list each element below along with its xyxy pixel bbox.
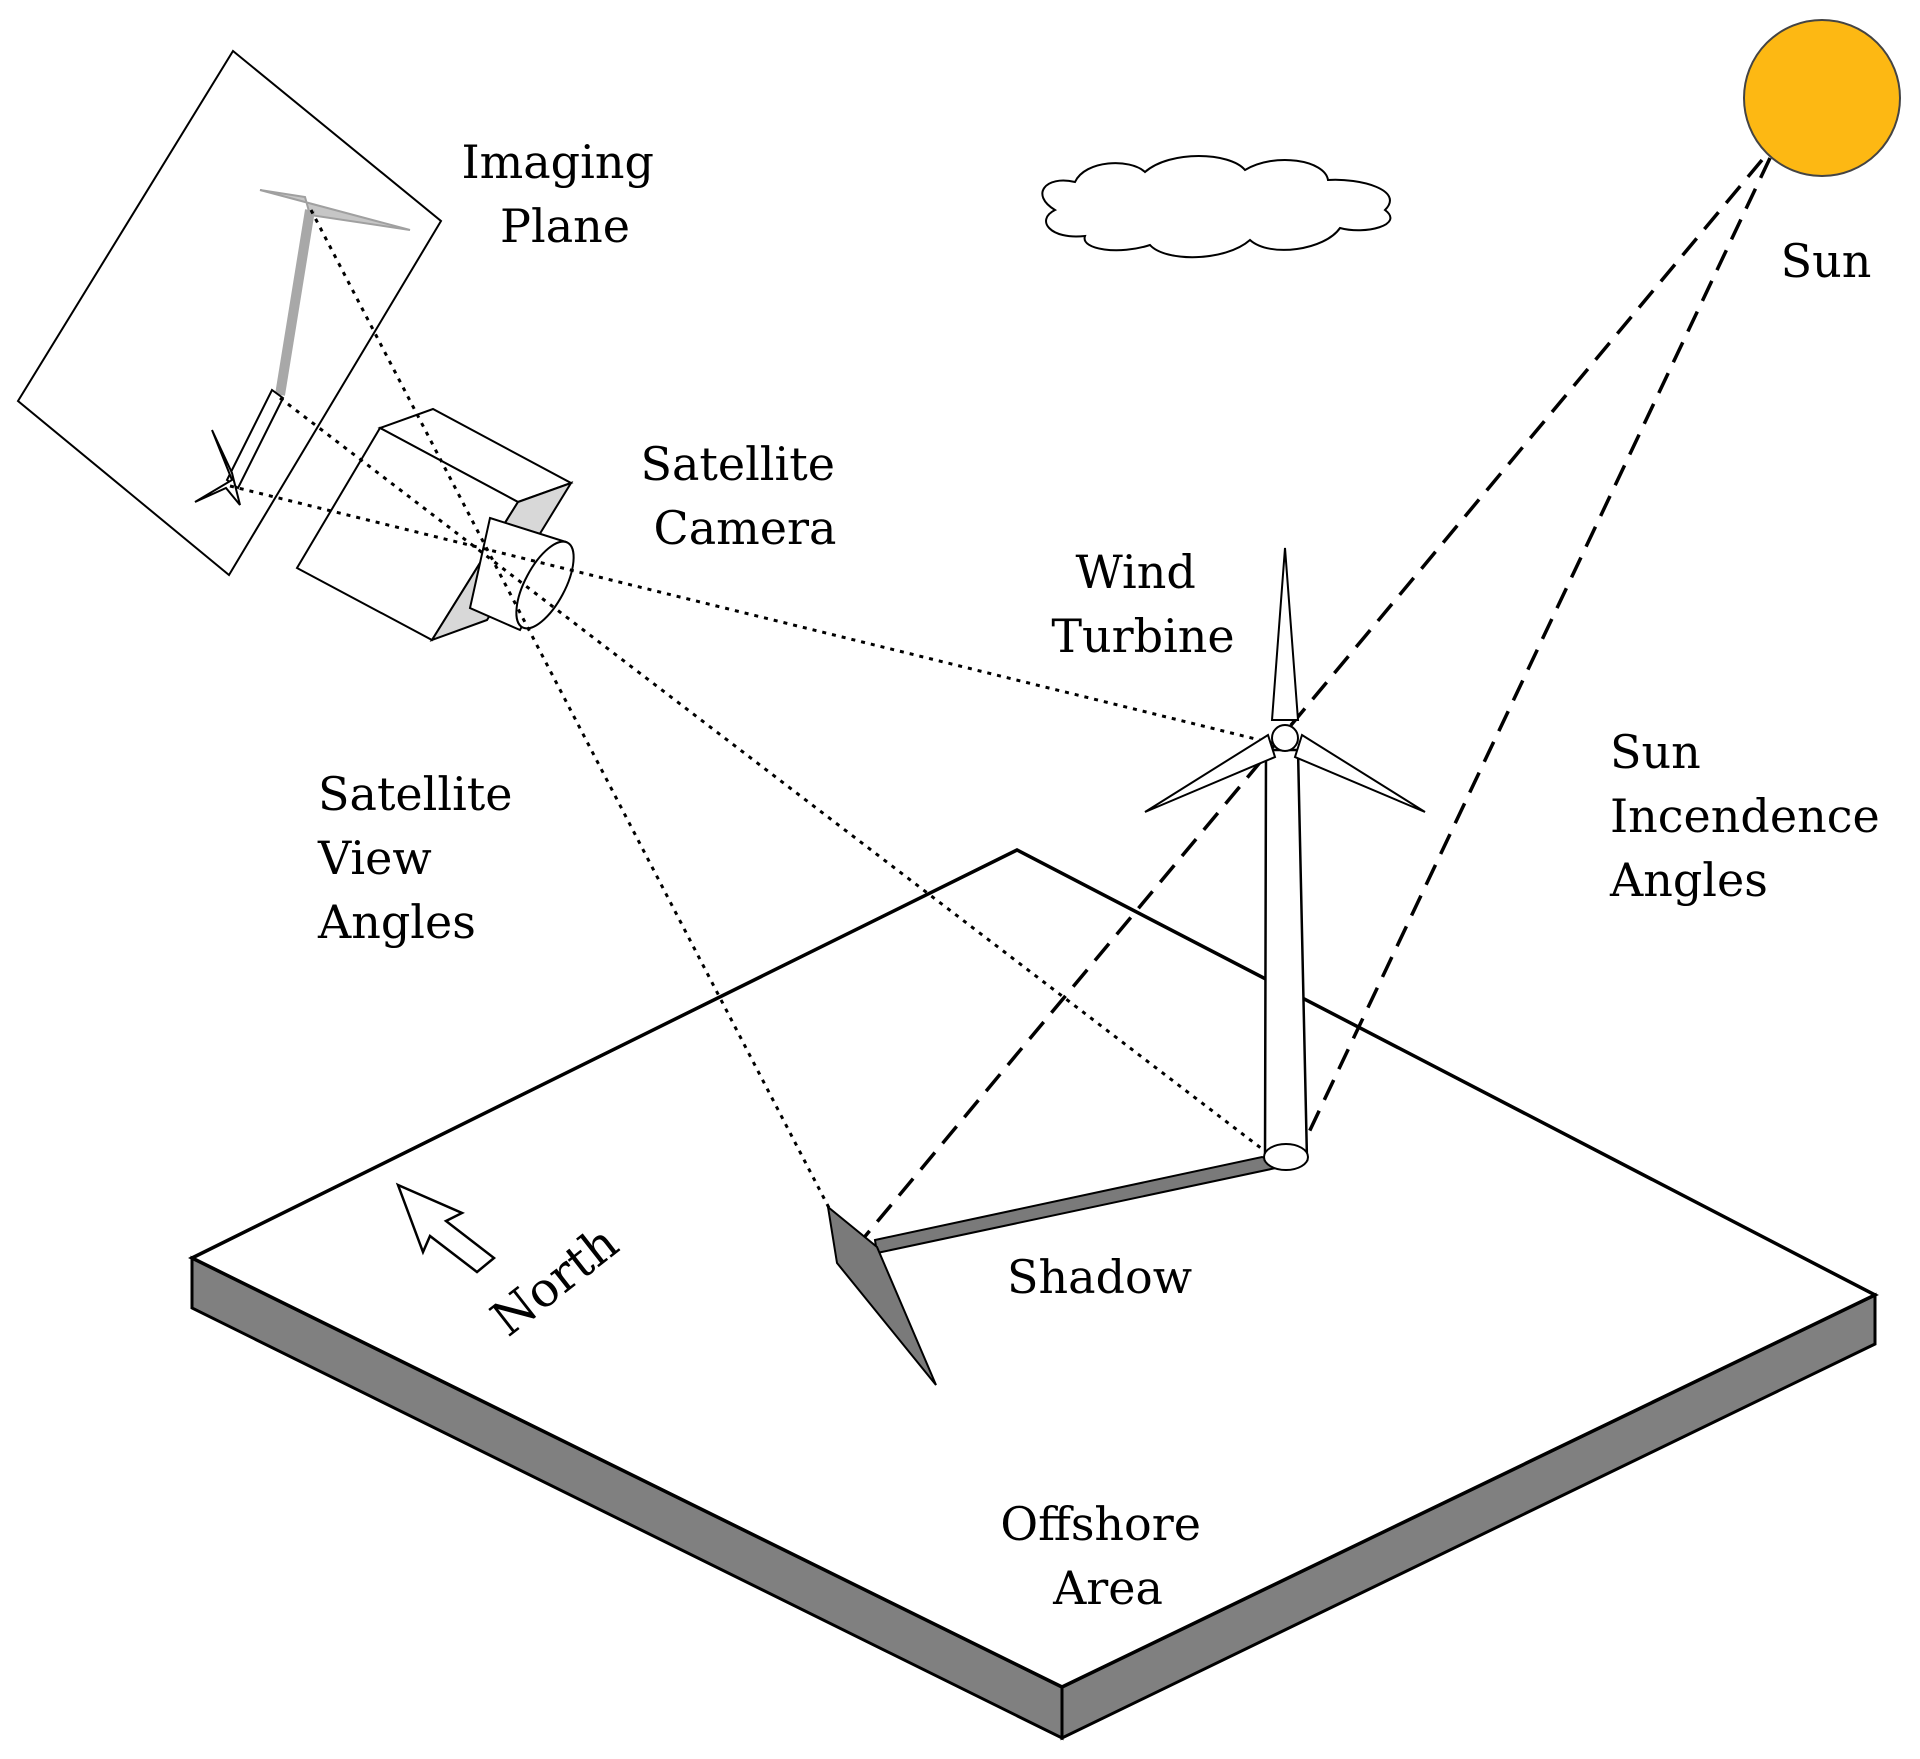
cloud-icon (1041, 155, 1392, 259)
turbine-base (1263, 1143, 1309, 1171)
shadow-blades (826, 1204, 937, 1386)
satellite-camera (295, 407, 575, 642)
imaging-plane-label: Imaging Plane (461, 135, 668, 253)
shadow-label: Shadow (1007, 1250, 1192, 1304)
turbine-hub (1271, 724, 1299, 752)
ground-top-surface (188, 848, 1879, 1689)
sun-label: Sun (1781, 234, 1872, 288)
turbine-blade-left (1144, 733, 1277, 813)
offshore-ground-slab (188, 848, 1879, 1741)
imaged-shadow (225, 388, 285, 490)
north-arrow-icon (395, 1182, 497, 1274)
imaging-plane (16, 49, 443, 577)
satellite-view-rays (229, 209, 1281, 1259)
satellite-view-angles-label: Satellite View Angles (317, 767, 527, 949)
turbine-blade-right (1293, 733, 1426, 813)
camera-lens (515, 540, 575, 630)
camera-lens-barrel (468, 516, 568, 632)
sun-incidence-angles-label: Sun Incendence Angles (1609, 725, 1894, 907)
turbine-tower (1263, 748, 1309, 1162)
imaging-plane-frame (16, 49, 443, 577)
wind-turbine (1144, 547, 1426, 1171)
sun-icon (1743, 19, 1901, 177)
turbine-blade-top (1270, 547, 1300, 721)
imaged-shadow-blade (194, 429, 241, 506)
offshore-area-label: Offshore Area (1000, 1497, 1215, 1615)
satellite-camera-label: Satellite Camera (640, 437, 849, 555)
wind-turbine-label: Wind Turbine (1051, 545, 1234, 663)
sun-incidence-rays (860, 157, 1772, 1242)
